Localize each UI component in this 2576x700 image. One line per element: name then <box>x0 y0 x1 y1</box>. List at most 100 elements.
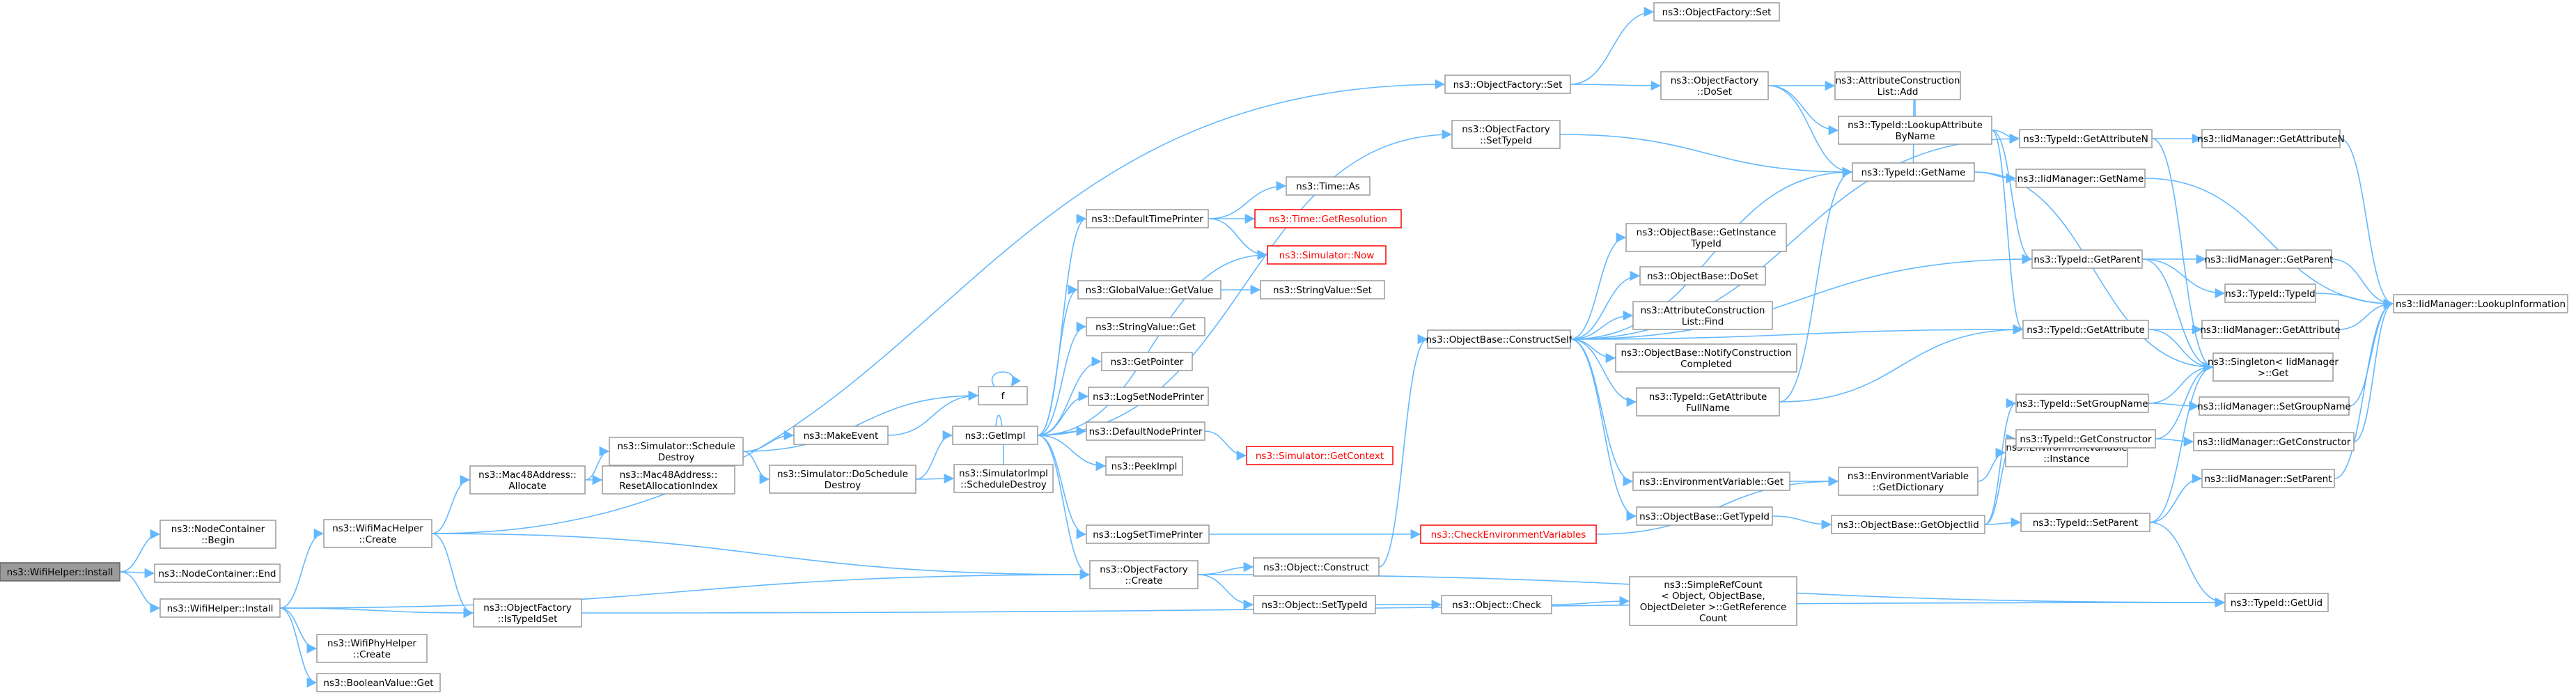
call-edge-n39-n41 <box>1767 85 1839 136</box>
node-n63[interactable]: ns3::TypeId::TypeId <box>2224 283 2316 303</box>
node-n18[interactable]: ns3::ObjectFactory::SetTypeId <box>1451 120 1561 149</box>
node-n6[interactable]: ns3::ObjectFactory::IsTypeIdSet <box>473 598 582 628</box>
node-n31[interactable]: ns3::StringValue::Set <box>1260 280 1385 300</box>
node-n44[interactable]: ns3::ObjectBase::DoSet <box>1639 266 1766 286</box>
call-edge-n1-n4 <box>119 571 161 614</box>
node-n51[interactable]: ns3::EnvironmentVariable::GetDictionary <box>1838 467 1978 496</box>
node-n19[interactable]: ns3::DefaultTimePrinter <box>1086 209 1209 228</box>
node-n2[interactable]: ns3::NodeContainer::Begin <box>159 520 276 549</box>
node-n17[interactable]: ns3::ObjectFactory::Set <box>1444 75 1571 94</box>
node-n67[interactable]: ns3::IidManager::GetConstructor <box>2193 432 2355 451</box>
node-n33[interactable]: ns3::CheckEnvironmentVariables <box>1420 524 1597 544</box>
node-n23[interactable]: ns3::LogSetNodePrinter <box>1088 387 1209 406</box>
node-n60[interactable]: ns3::TypeId::SetParent <box>2020 513 2150 532</box>
node-box <box>609 437 744 466</box>
call-edges <box>119 6 2394 688</box>
node-n21[interactable]: ns3::StringValue::Get <box>1086 317 1205 336</box>
node-label: ns3::TypeId::GetAttribute <box>2027 325 2145 336</box>
node-n32[interactable]: ns3::Simulator::GetContext <box>1246 446 1394 465</box>
node-label: ns3::WifiHelper::Install <box>7 567 114 578</box>
node-box <box>1632 301 1773 330</box>
node-n39[interactable]: ns3::ObjectFactory::DoSet <box>1660 71 1769 100</box>
call-edge-n15-n19 <box>1037 213 1087 436</box>
node-n37[interactable]: ns3::ObjectBase::ConstructSelf <box>1426 329 1573 349</box>
node-n25[interactable]: ns3::PeekImpl <box>1105 456 1183 476</box>
node-n10[interactable]: ns3::Simulator::ScheduleDestroy <box>609 437 744 466</box>
node-n49[interactable]: ns3::ObjectBase::GetTypeId <box>1636 506 1773 526</box>
node-n24[interactable]: ns3::DefaultNodePrinter <box>1086 421 1205 441</box>
node-n15[interactable]: ns3::GetImpl <box>952 426 1038 445</box>
node-n59[interactable]: ns3::TypeId::GetConstructor <box>2015 429 2156 449</box>
node-label: ns3::Simulator::Schedule <box>617 441 735 452</box>
call-edge-n4-n8 <box>279 607 318 688</box>
node-n1[interactable]: ns3::WifiHelper::Install <box>0 562 120 582</box>
node-n7[interactable]: ns3::WifiPhyHelper::Create <box>316 634 428 663</box>
node-label: ns3::ObjectBase::ConstructSelf <box>1426 334 1573 345</box>
node-n38[interactable]: ns3::ObjectFactory::Set <box>1653 2 1780 22</box>
call-edge-n5-n6 <box>431 533 474 619</box>
node-n61[interactable]: ns3::IidManager::GetAttributeN <box>2197 129 2345 148</box>
node-n58[interactable]: ns3::TypeId::SetGroupName <box>2015 394 2149 413</box>
node-n46[interactable]: ns3::ObjectBase::NotifyConstructionCompl… <box>1615 343 1797 373</box>
call-edge-n17-n38 <box>1570 6 1655 85</box>
node-n9[interactable]: ns3::Mac48Address::Allocate <box>469 465 586 495</box>
node-n4[interactable]: ns3::WifiHelper::Install <box>159 598 281 618</box>
node-n36[interactable]: ns3::Object::Check <box>1441 595 1552 614</box>
node-n8[interactable]: ns3::BooleanValue::Get <box>316 673 441 692</box>
node-n65[interactable]: ns3::Singleton< IidManager>::Get <box>2208 352 2339 382</box>
node-n50[interactable]: ns3::SimpleRefCount< Object, ObjectBase,… <box>1629 576 1797 626</box>
node-label: ns3::TypeId::GetAttributeN <box>2023 134 2148 145</box>
call-edge-n37-n57 <box>1570 324 2024 340</box>
call-edge-n4-n6 <box>279 607 474 619</box>
node-n56[interactable]: ns3::TypeId::GetParent <box>2031 249 2143 269</box>
node-n35[interactable]: ns3::Object::SetTypeId <box>1253 595 1376 614</box>
call-edge-n52-n58 <box>1984 398 2017 525</box>
node-n5[interactable]: ns3::WifiMacHelper::Create <box>323 519 432 548</box>
node-n29[interactable]: ns3::Time::GetResolution <box>1254 209 1402 228</box>
node-box <box>323 519 432 548</box>
node-n28[interactable]: ns3::Time::As <box>1286 176 1371 196</box>
node-n69[interactable]: ns3::TypeId::GetUid <box>2224 593 2329 612</box>
call-edge-n47-n57 <box>1779 324 2024 403</box>
node-n57[interactable]: ns3::TypeId::GetAttribute <box>2022 320 2149 339</box>
node-n64[interactable]: ns3::IidManager::GetAttribute <box>2200 320 2341 339</box>
call-edge-n37-n49 <box>1570 339 1637 522</box>
node-n14[interactable]: f <box>978 386 1028 405</box>
node-n70[interactable]: ns3::IidManager::LookupInformation <box>2393 294 2568 313</box>
node-n66[interactable]: ns3::IidManager::SetGroupName <box>2197 396 2351 416</box>
node-n11[interactable]: ns3::Mac48Address::ResetAllocationIndex <box>602 465 735 495</box>
call-edge-n37-n43 <box>1570 232 1627 340</box>
call-edge-n42-n55 <box>1974 171 2017 184</box>
node-box <box>1246 446 1394 465</box>
node-n42[interactable]: ns3::TypeId::GetName <box>1852 162 1975 182</box>
node-n20[interactable]: ns3::GlobalValue::GetValue <box>1077 280 1221 300</box>
node-box <box>1636 506 1773 526</box>
node-n30[interactable]: ns3::Simulator::Now <box>1267 245 1387 265</box>
node-n27[interactable]: ns3::ObjectFactory::Create <box>1089 560 1199 589</box>
node-n52[interactable]: ns3::ObjectBase::GetObjectIid <box>1831 515 1985 534</box>
node-n26[interactable]: ns3::LogSetTimePrinter <box>1086 524 1210 544</box>
node-box <box>1254 209 1402 228</box>
node-n62[interactable]: ns3::IidManager::GetParent <box>2205 249 2334 269</box>
node-n16[interactable]: ns3::SimulatorImpl::ScheduleDestroy <box>953 464 1054 493</box>
node-n55[interactable]: ns3::IidManager::GetName <box>2015 169 2146 188</box>
node-label: ObjectDeleter >::GetReference <box>1640 602 1787 613</box>
call-edge-n4-n7 <box>279 607 318 654</box>
node-n54[interactable]: ns3::TypeId::GetAttributeN <box>2019 129 2153 148</box>
node-label: ns3::IidManager::GetConstructor <box>2197 437 2351 448</box>
node-n22[interactable]: ns3::GetPointer <box>1101 352 1193 371</box>
node-label: ::ScheduleDestroy <box>960 479 1047 490</box>
node-n12[interactable]: ns3::MakeEvent <box>793 426 889 445</box>
node-n68[interactable]: ns3::IidManager::SetParent <box>2201 469 2335 488</box>
node-n3[interactable]: ns3::NodeContainer::End <box>154 563 281 583</box>
node-n48[interactable]: ns3::EnvironmentVariable::Get <box>1632 472 1790 491</box>
node-n34[interactable]: ns3::Object::Construct <box>1253 557 1380 577</box>
node-label: < Object, ObjectBase, <box>1661 591 1765 602</box>
